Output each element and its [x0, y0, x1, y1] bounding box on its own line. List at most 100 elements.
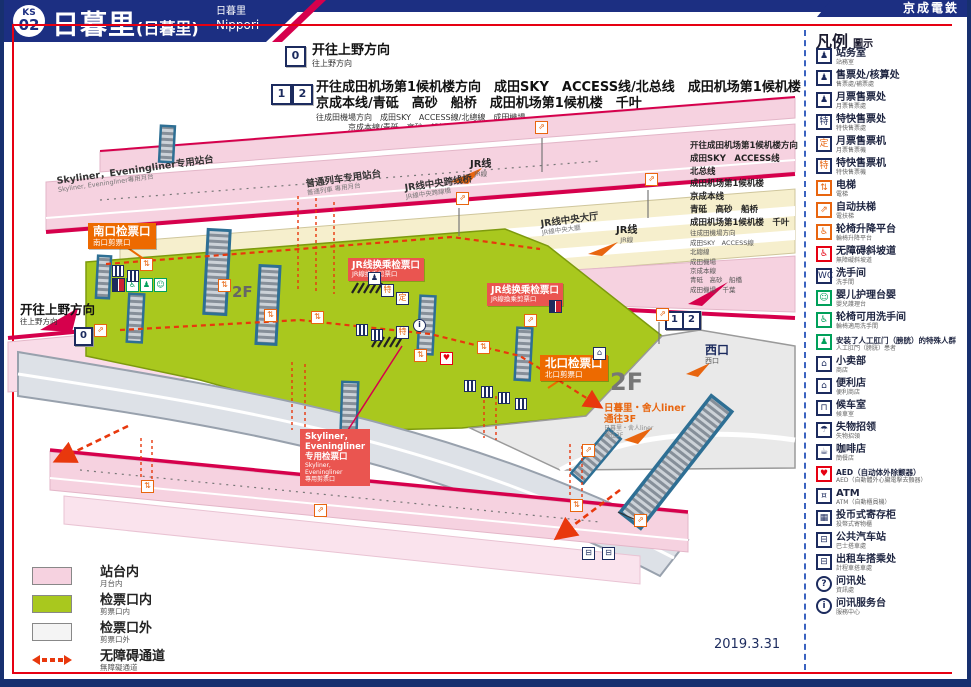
- legend-item-sub: ATM（自動櫃員機）: [836, 499, 891, 506]
- header-block: [4, 0, 310, 42]
- area-legend-main: 检票口外: [100, 621, 153, 636]
- narita-block-subline: 成田SKY ACCESS線: [690, 238, 754, 247]
- legend-panel: 凡例 圖示 ♟站务室站務室♟售票处/核算处售票處/補票處♟月票售票处月票售票處特…: [810, 26, 956, 672]
- legend-item-icon: ⇗: [816, 202, 832, 218]
- skyliner-gate-badge-sub: Skyliner, Eveningliner 專用剪票口: [305, 462, 343, 484]
- bus-stop-icon: ⊟: [582, 547, 595, 560]
- legend-item-main: 电梯: [836, 180, 856, 191]
- narita-block-line: 青砥 高砂 船桥: [690, 204, 759, 215]
- narita-block-line: 京成本线: [690, 192, 725, 202]
- legend-item: ⇅ 电梯電梯: [816, 179, 956, 201]
- direction-arrow-red: [688, 282, 728, 306]
- legend-item: ⌂小卖部商店: [816, 355, 956, 377]
- direction-arrows: [40, 168, 710, 444]
- escalator-icon: ⇗: [456, 192, 469, 205]
- jr-transfer-gate-badge-2-main: JR线换乘检票口: [491, 285, 559, 296]
- limited-express-ticket-machine-icon: 特: [381, 284, 394, 297]
- legend-item-sub: 輪椅適用洗手間: [836, 323, 879, 330]
- station-name-paren: (日暮里): [136, 19, 199, 38]
- elevator-icon: ⇅: [414, 349, 427, 362]
- area-legend-sub: 剪票口外: [100, 634, 130, 644]
- legend-item-icon: ⊟: [816, 532, 832, 548]
- ticket-gate-icon: [371, 329, 383, 341]
- elevator-icon: ⇅: [311, 311, 324, 324]
- legend-item-icon: ♿: [816, 224, 832, 240]
- west-exit-label-main: 西口: [705, 343, 730, 357]
- elevator-icon: ⇅: [140, 258, 153, 271]
- escalator-icon: ⇗: [94, 324, 107, 337]
- legend-item: ⌂便利店便利商店: [816, 377, 956, 399]
- legend-item-sub: 輪椅升降平台: [836, 235, 873, 242]
- escalator-icon: ⇗: [582, 444, 595, 457]
- narita-block-subline: 京成本線: [690, 266, 716, 275]
- west-exit-label-sub: 西口: [705, 357, 719, 366]
- narita-block-line: 成田SKY ACCESS线: [690, 153, 780, 164]
- south-gate-badge-main: 南口检票口: [93, 224, 151, 238]
- legend-title: 凡例 圖示: [816, 28, 873, 52]
- upper-platform-strip: [99, 96, 796, 173]
- legend-item-sub: 月票售票處: [836, 103, 867, 110]
- ueno-direction-label: 开往上野方向往上野方向: [20, 302, 95, 327]
- station-name-jp: 日暮里: [216, 6, 246, 17]
- area-legend-route-row: 无障碍通道無障礙通道: [32, 650, 165, 678]
- legend-divider: [804, 30, 806, 670]
- narita-direction-line1: 开往成田机场第1候机楼方向 成田SKY ACCESS线/北总线 成田机场第1候机…: [316, 80, 801, 95]
- legend-item-sub: 特快售票處: [836, 125, 867, 132]
- legend-item-icon: ⇅: [816, 180, 832, 196]
- ticket-gate-icon: [464, 380, 476, 392]
- legend-item-main: 月票售票处: [836, 92, 886, 103]
- legend-item-icon: ☕: [816, 444, 832, 460]
- legend-item-text: 洗手间洗手間: [836, 267, 866, 286]
- legend-item-sub: 站務室: [836, 59, 855, 66]
- line-code: KS: [22, 8, 36, 18]
- legend-item-main: 婴儿护理台婴: [836, 290, 896, 301]
- area-legend: 站台内月台内检票口内剪票口内检票口外剪票口外无障碍通道無障礙通道: [32, 566, 165, 678]
- legend-item-sub: 商店: [836, 367, 849, 374]
- legend-item-text: 便利店便利商店: [836, 377, 866, 396]
- area-legend-main: 无障碍通道: [100, 649, 166, 664]
- legend-item-text: 自动扶梯電扶梯: [836, 201, 876, 220]
- escalator-icon: ⇗: [656, 308, 669, 321]
- legend-item-sub: 巴士搭車處: [836, 543, 867, 550]
- legend-item-icon: ♿: [816, 312, 832, 328]
- narita-block-line: 成田机场第1候机楼 千叶: [690, 217, 790, 228]
- area-color-swatch: [32, 623, 72, 641]
- legend-item-main: 失物招领: [836, 422, 876, 433]
- legend-item-sub: 電梯: [836, 191, 849, 198]
- narita-block-subline: 成田機場 千葉: [690, 285, 736, 294]
- legend-item-icon: 定: [816, 136, 832, 152]
- legend-item-main: 公共汽车站: [836, 532, 886, 543]
- jr-line-label-2-main: JR线: [616, 225, 638, 236]
- legend-title-main: 凡例: [816, 32, 849, 51]
- elevator-icon: ⇅: [264, 309, 277, 322]
- legend-item-sub: AED（自動體外心臟電擊去顫器）: [836, 476, 927, 484]
- narita-block-subline: 青砥 高砂 船橋: [690, 276, 742, 285]
- legend-item-text: 候车室候車室: [836, 399, 866, 418]
- escalator-icon: ⇗: [535, 121, 548, 134]
- legend-item: ☕咖啡店簡餐店: [816, 443, 956, 465]
- legend-item-main: 无障碍斜坡道: [836, 246, 896, 257]
- legend-item-text: 特快售票机特快售票機: [836, 157, 886, 176]
- ticket-gate-icon: [481, 386, 493, 398]
- elevator-icon: ⇅: [141, 480, 154, 493]
- area-legend-row: 检票口内剪票口内: [32, 594, 165, 622]
- area-legend-sub: 月台内: [100, 578, 123, 588]
- jr-transfer-gate-badge-1-sub: JR線換乘剪票口: [352, 271, 420, 279]
- legend-item-icon: ♿: [816, 246, 832, 262]
- ticket-office-icon: ♟: [368, 272, 381, 285]
- legend-item-main: ATM: [836, 488, 860, 499]
- legend-item-text: 投币式寄存柜投幣式寄物櫃: [836, 509, 896, 528]
- legend-item-icon: ☺: [816, 290, 832, 306]
- legend-item-icon: ⌂: [816, 356, 832, 372]
- ticket-gate-icon: [498, 392, 510, 404]
- area-legend-main: 站台内: [100, 565, 140, 580]
- legend-item-icon: ⊟: [816, 554, 832, 570]
- area-legend-text: 站台内月台内: [100, 566, 139, 588]
